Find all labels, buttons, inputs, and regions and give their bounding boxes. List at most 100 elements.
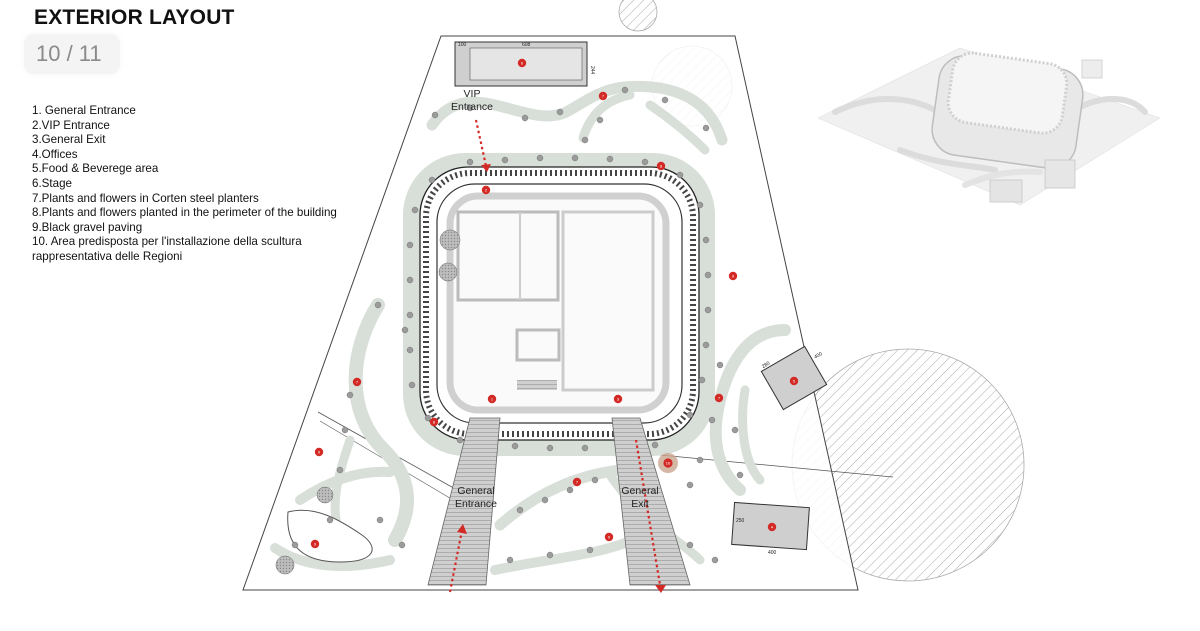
model-block <box>1044 159 1076 189</box>
marker <box>613 394 623 404</box>
shrub <box>341 426 349 434</box>
shrub-dots <box>291 86 744 564</box>
vip-arrow-head <box>481 164 491 172</box>
legend-item: 5.Food & Beverege area <box>32 162 159 176</box>
page-counter: 10 / 11 <box>24 34 120 74</box>
dimension-label: 250 <box>736 518 745 524</box>
shrub <box>586 546 594 554</box>
shrub <box>401 326 409 334</box>
marker <box>310 539 320 549</box>
marker <box>314 447 324 457</box>
shrub <box>731 426 739 434</box>
shrub <box>704 306 712 314</box>
shrub <box>291 541 299 549</box>
shrub <box>511 442 519 450</box>
marker <box>604 532 614 542</box>
shrub <box>696 456 704 464</box>
shrub <box>424 414 432 422</box>
shrub <box>621 86 629 94</box>
shrub <box>521 114 529 122</box>
marker-number: 3 <box>617 396 620 401</box>
exit-label: General <box>621 485 658 497</box>
marker <box>598 91 608 101</box>
marker-number: 6 <box>521 60 524 65</box>
shrub <box>702 124 710 132</box>
shrub <box>541 496 549 504</box>
marker-number: 10 <box>666 460 671 465</box>
shrub <box>711 556 719 564</box>
shrub <box>736 471 744 479</box>
shrub <box>661 96 669 104</box>
shrub <box>411 206 419 214</box>
shrub <box>466 158 474 166</box>
marker <box>663 458 673 468</box>
garden-path <box>348 298 415 547</box>
flow-arrows <box>448 119 662 593</box>
shrub <box>702 236 710 244</box>
shrub <box>336 466 344 474</box>
model-block <box>989 179 1023 203</box>
shrub <box>686 481 694 489</box>
marker <box>429 417 439 427</box>
exit-label: Exit <box>631 498 649 510</box>
garden-path <box>578 90 635 143</box>
legend-item: 8.Plants and flowers planted in the peri… <box>32 206 337 220</box>
dimension-label: 100 <box>458 42 467 48</box>
marker-number: 5 <box>793 378 796 383</box>
garden-path <box>426 80 728 146</box>
marker-number: 8 <box>660 163 663 168</box>
garden-path <box>295 466 395 505</box>
legend-item: 4.Offices <box>32 147 78 161</box>
legend-list: 1. General Entrance 2.VIP Entrance 3.Gen… <box>32 104 372 265</box>
page-counter-text: 10 / 11 <box>36 41 102 66</box>
shrub <box>581 136 589 144</box>
tree-canopy <box>618 0 658 32</box>
marker <box>517 58 527 68</box>
marker <box>352 377 362 387</box>
marker <box>481 185 491 195</box>
marker <box>487 394 497 404</box>
dimension-label: 400 <box>768 550 777 556</box>
tree-cluster <box>316 486 334 504</box>
tree-cluster <box>439 229 461 251</box>
legend-item: 6.Stage <box>32 176 72 190</box>
marker-number: 8 <box>433 419 436 424</box>
exit-ramp <box>611 417 691 586</box>
shrub <box>606 155 614 163</box>
interior-room <box>517 380 557 390</box>
marker-number: 9 <box>732 273 735 278</box>
shrub <box>546 444 554 452</box>
shrub <box>591 476 599 484</box>
shrub <box>326 516 334 524</box>
shrub <box>406 346 414 354</box>
shrub <box>641 158 649 166</box>
dimension-label: 280 <box>761 360 771 369</box>
legend-item: 7.Plants and flowers in Corten steel pla… <box>32 191 259 205</box>
marker-number: 2 <box>485 187 488 192</box>
shrub <box>708 416 716 424</box>
shrub <box>566 486 574 494</box>
marker <box>789 376 799 386</box>
shrub <box>596 116 604 124</box>
shrub <box>581 444 589 452</box>
vip-arrow <box>474 119 488 167</box>
interior-room <box>456 210 560 302</box>
shrub <box>408 381 416 389</box>
shrub <box>466 104 474 112</box>
garden-path <box>270 543 395 571</box>
marker-number: 9 <box>314 541 317 546</box>
shrub <box>702 341 710 349</box>
planting-bed <box>287 509 373 563</box>
legend-item: 3.General Exit <box>32 133 106 147</box>
garden-path <box>738 385 765 485</box>
shrub <box>676 171 684 179</box>
model-block <box>1081 59 1103 79</box>
legend-item: 9.Black gravel paving <box>32 220 143 234</box>
stadium-interior <box>446 192 670 414</box>
shrub <box>698 376 706 384</box>
shrub <box>716 361 724 369</box>
garden-path <box>490 535 637 575</box>
shrub <box>406 276 414 284</box>
model-walkway <box>832 96 1148 173</box>
garden-path <box>645 100 710 155</box>
